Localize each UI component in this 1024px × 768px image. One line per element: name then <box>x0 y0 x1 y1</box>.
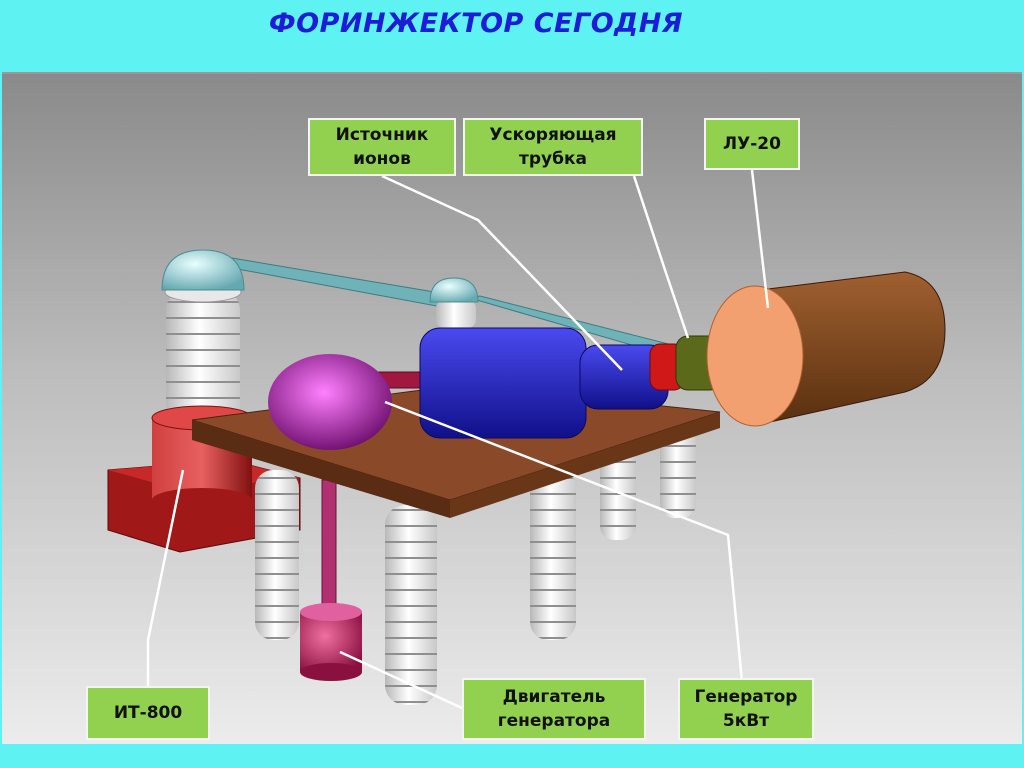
hv-dome-left <box>161 249 245 291</box>
label-lu20: ЛУ-20 <box>704 118 800 170</box>
label-generator-motor: Двигатель генератора <box>462 678 646 740</box>
page-title: ФОРИНЖЕКТОР СЕГОДНЯ <box>268 8 684 39</box>
label-generator: Генератор 5кВт <box>678 678 814 740</box>
label-it800: ИТ-800 <box>86 686 210 740</box>
label-ion-source: Источник ионов <box>308 118 456 176</box>
insulator-column <box>164 281 242 430</box>
lu20-linac <box>706 271 946 427</box>
ion-source-block <box>419 327 669 439</box>
generator-motor <box>300 479 362 681</box>
pointer-lines <box>146 169 770 710</box>
hv-dome-small <box>429 277 479 328</box>
label-accelerating-tube: Ускоряющая трубка <box>463 118 643 176</box>
